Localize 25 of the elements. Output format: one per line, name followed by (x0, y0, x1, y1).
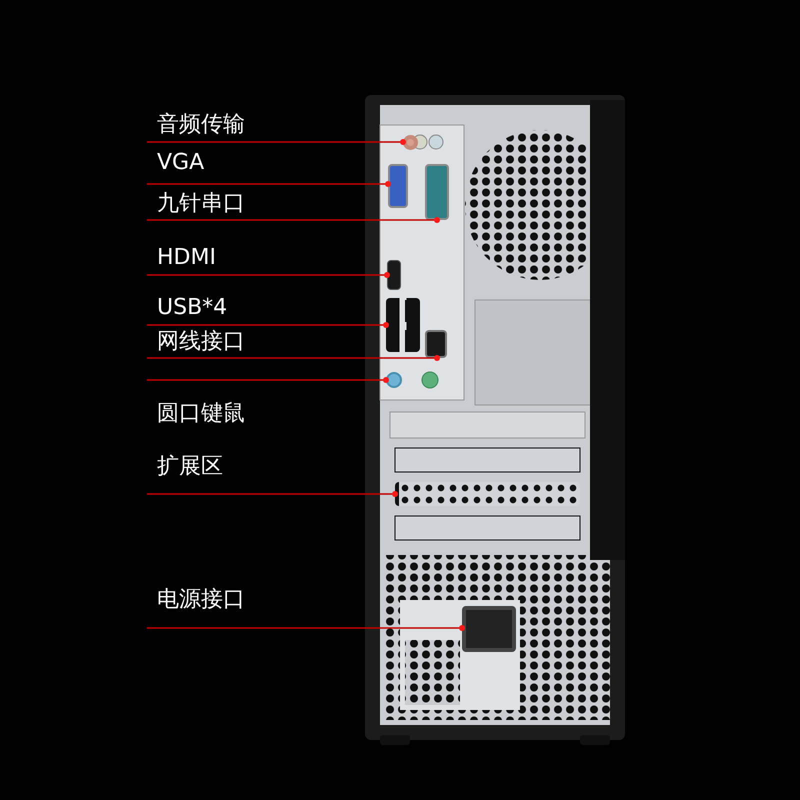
leader-line (147, 625, 465, 631)
leader-line (147, 217, 440, 223)
port-label: USB*4 (157, 294, 228, 322)
hdmi-port (387, 260, 401, 290)
leader-line (147, 181, 391, 187)
port-label: VGA (157, 149, 204, 177)
ethernet-port (425, 330, 447, 358)
leader-line (147, 322, 389, 328)
serial-port (425, 164, 449, 220)
leader-line (147, 377, 389, 383)
vga-port (388, 164, 408, 208)
leader-line (147, 272, 390, 278)
leader-line (147, 355, 440, 361)
port-label: 圆口键鼠 (157, 400, 245, 428)
port-label: 九针串口 (157, 190, 245, 218)
port-label: 网线接口 (157, 328, 245, 356)
port-label: 音频传输 (157, 111, 245, 139)
power-socket (462, 606, 516, 652)
expansion-slot (395, 482, 580, 506)
port-label: 电源接口 (157, 586, 245, 614)
port-label: HDMI (157, 244, 216, 272)
leader-line (147, 139, 406, 145)
leader-line (147, 491, 398, 497)
usb-ports (386, 298, 420, 352)
port-label: 扩展区 (157, 453, 223, 481)
